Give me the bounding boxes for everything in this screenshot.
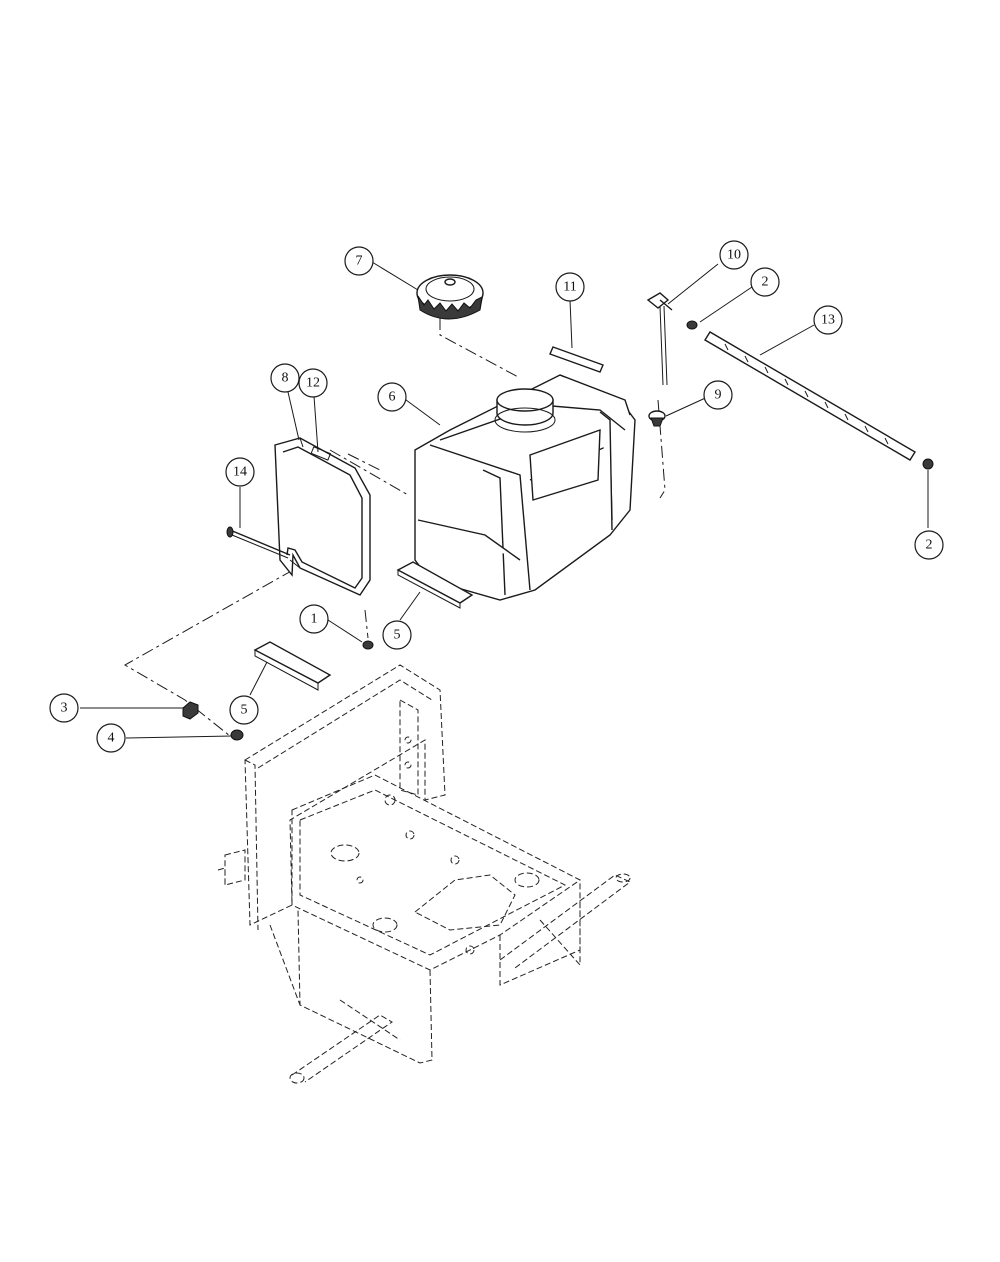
callout-2a-label: 2 xyxy=(762,275,769,290)
callout-12-label: 12 xyxy=(306,376,320,391)
callout-13: 13 xyxy=(813,305,843,335)
callout-7: 7 xyxy=(344,246,374,276)
decal xyxy=(549,346,604,373)
callout-14: 14 xyxy=(225,457,255,487)
strap-bolt xyxy=(226,526,291,559)
tank-pad-upper xyxy=(396,561,474,609)
hardware-nut-1 xyxy=(362,640,374,650)
fuel-fitting xyxy=(646,292,673,386)
fuel-hose xyxy=(704,331,916,461)
callout-3-label: 3 xyxy=(61,701,68,716)
fuel-cap xyxy=(416,274,484,320)
grommet xyxy=(648,410,666,427)
leader-lines xyxy=(80,261,929,739)
callout-5b: 5 xyxy=(229,695,259,725)
frame-assembly xyxy=(217,664,631,1084)
callout-5a-label: 5 xyxy=(394,628,401,643)
callout-2a: 2 xyxy=(750,267,780,297)
callout-7-label: 7 xyxy=(356,254,363,269)
callout-11: 11 xyxy=(555,272,585,302)
callout-6-label: 6 xyxy=(389,390,396,405)
callout-8-label: 8 xyxy=(282,371,289,386)
callout-10-label: 10 xyxy=(727,248,741,263)
callout-4-label: 4 xyxy=(108,731,115,746)
callout-6: 6 xyxy=(377,382,407,412)
tank-pad-lower xyxy=(253,641,332,691)
callout-5b-label: 5 xyxy=(241,703,248,718)
callout-9: 9 xyxy=(703,380,733,410)
callout-3: 3 xyxy=(49,693,79,723)
hardware-nut-3 xyxy=(182,701,199,720)
assembly-lines xyxy=(123,318,666,741)
hardware-clamp-2a xyxy=(686,320,698,330)
callout-8: 8 xyxy=(270,363,300,393)
callout-14-label: 14 xyxy=(233,465,247,480)
callout-10: 10 xyxy=(719,240,749,270)
callout-4: 4 xyxy=(96,723,126,753)
hardware-clamp-2b xyxy=(922,458,934,470)
callout-13-label: 13 xyxy=(821,313,835,328)
callout-2b-label: 2 xyxy=(926,538,933,553)
callout-1-label: 1 xyxy=(311,612,318,627)
callout-5a: 5 xyxy=(382,620,412,650)
callout-11-label: 11 xyxy=(563,280,576,295)
callout-12: 12 xyxy=(298,368,328,398)
fuel-tank xyxy=(414,374,636,601)
tank-strap xyxy=(274,437,371,596)
hardware-washer-4 xyxy=(230,729,244,741)
callout-9-label: 9 xyxy=(715,388,722,403)
callout-2b: 2 xyxy=(914,530,944,560)
callout-1: 1 xyxy=(299,604,329,634)
